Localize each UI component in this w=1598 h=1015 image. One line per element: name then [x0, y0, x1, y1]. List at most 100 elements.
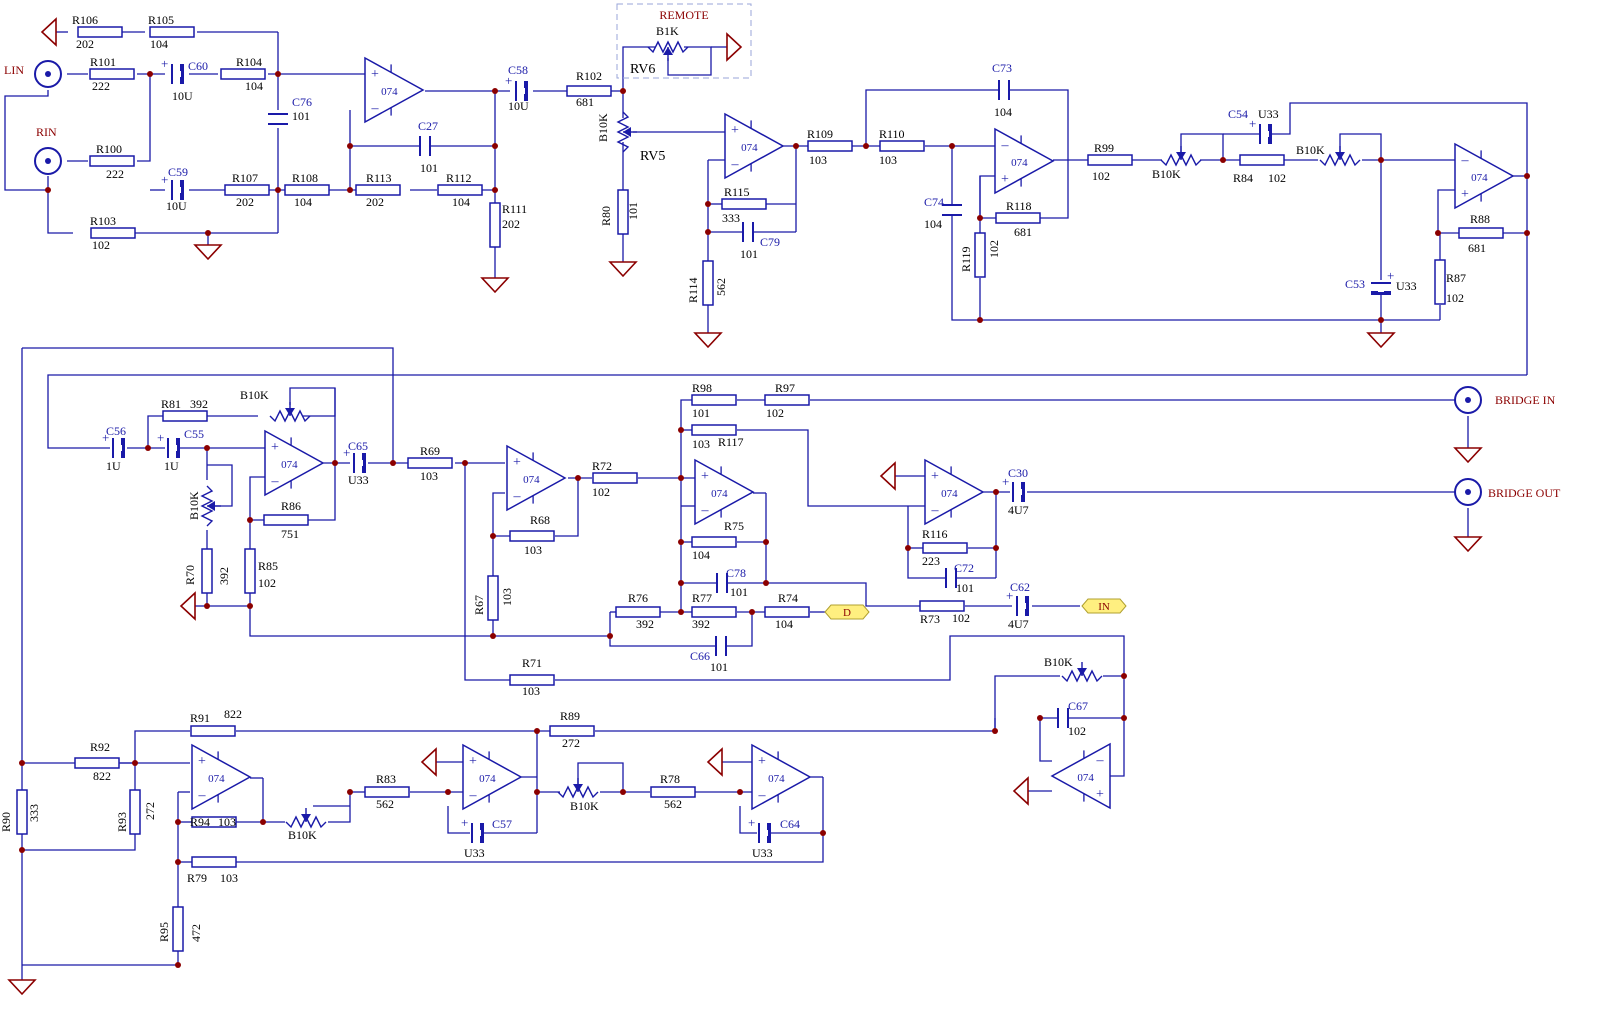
ground-icon [608, 261, 638, 278]
resistor-value: 751 [281, 527, 299, 541]
resistor-designator: R74 [778, 591, 798, 605]
capacitor-value: 101 [740, 247, 758, 261]
junction-dot [147, 71, 153, 77]
junction-dot [737, 789, 743, 795]
resistor-value: 562 [664, 797, 682, 811]
capacitor-value: 101 [292, 109, 310, 123]
wire [206, 593, 250, 607]
resistor-designator: R70 [183, 565, 197, 585]
resistor-designator: R71 [522, 656, 542, 670]
wire [994, 675, 1060, 731]
resistor-value: 222 [92, 79, 110, 93]
wire [262, 778, 285, 823]
junction-dot [347, 789, 353, 795]
net-port-label: IN [1098, 601, 1110, 613]
resistor-designator: R112 [446, 171, 472, 185]
opamp-pin: – [701, 503, 710, 518]
opamp-part-label: 074 [1077, 772, 1094, 784]
resistor-designator: R111 [502, 202, 527, 216]
opamp-pin: + [701, 469, 709, 484]
junction-dot [132, 760, 138, 766]
opamp-pin: – [1461, 153, 1470, 168]
opamp-pin: + [469, 754, 477, 769]
net-port-in: IN [1081, 598, 1127, 614]
resistor-value: 104 [452, 195, 470, 209]
junction-dot [1524, 230, 1530, 236]
opamp-pin: + [198, 754, 206, 769]
remote-label: REMOTE [659, 8, 708, 22]
resistor-designator: R99 [1094, 141, 1114, 155]
pot-value: B10K [1152, 167, 1181, 181]
jack-lin [34, 60, 62, 88]
resistor-value: 392 [217, 567, 231, 585]
junction-dot [1121, 715, 1127, 721]
ground-icon [706, 747, 723, 777]
resistor-designator: R90 [0, 812, 13, 832]
pot-value: B10K [596, 113, 610, 142]
rv5-label: RV5 [640, 149, 665, 164]
wires [4, 31, 1528, 980]
resistor-value: 681 [1014, 225, 1032, 239]
polarity-plus: + [157, 430, 164, 445]
resistor-designator: R104 [236, 55, 262, 69]
jack-rin [34, 147, 62, 175]
opamp-pin: – [469, 788, 478, 803]
resistor-designator: R100 [96, 142, 122, 156]
ground-icon [40, 17, 57, 47]
opamp-u10: +–074 [462, 743, 523, 811]
junction-dot [678, 539, 684, 545]
capacitor-designator: C66 [690, 649, 710, 663]
potentiometer-pot-d: B10K [187, 485, 221, 527]
capacitor-value: U33 [348, 473, 369, 487]
resistor-designator: R84 [1233, 171, 1253, 185]
wire [236, 777, 824, 863]
junction-dot [534, 789, 540, 795]
opamp-u5: +–074 [264, 429, 325, 497]
capacitor-designator: C76 [292, 95, 312, 109]
polarity-plus: + [1249, 116, 1256, 131]
resistor-designator: R97 [775, 381, 795, 395]
capacitor-designator: C78 [726, 566, 746, 580]
opamp-pin: – [1001, 138, 1010, 153]
opamp-u6: +–074 [506, 444, 567, 512]
resistor-designator: R67 [472, 595, 486, 615]
junction-dot [1524, 173, 1530, 179]
wire [680, 478, 692, 543]
junction-dot [749, 609, 755, 615]
opamp-pin: – [513, 489, 522, 504]
resistor-r112: R112 104 [437, 171, 483, 209]
resistor-value: 272 [143, 802, 157, 820]
wire [147, 415, 163, 448]
opamp-pin: – [731, 157, 740, 172]
capacitor-value: 101 [710, 660, 728, 674]
wire [308, 388, 336, 521]
resistor-value: 102 [258, 576, 276, 590]
resistor-designator: R75 [724, 519, 744, 533]
resistor-designator: R69 [420, 444, 440, 458]
capacitor-value: U33 [1258, 107, 1279, 121]
resistor-value: 102 [1446, 291, 1464, 305]
resistor-value: 102 [1268, 171, 1286, 185]
opamp-part-label: 074 [523, 474, 540, 486]
junction-dot [678, 427, 684, 433]
